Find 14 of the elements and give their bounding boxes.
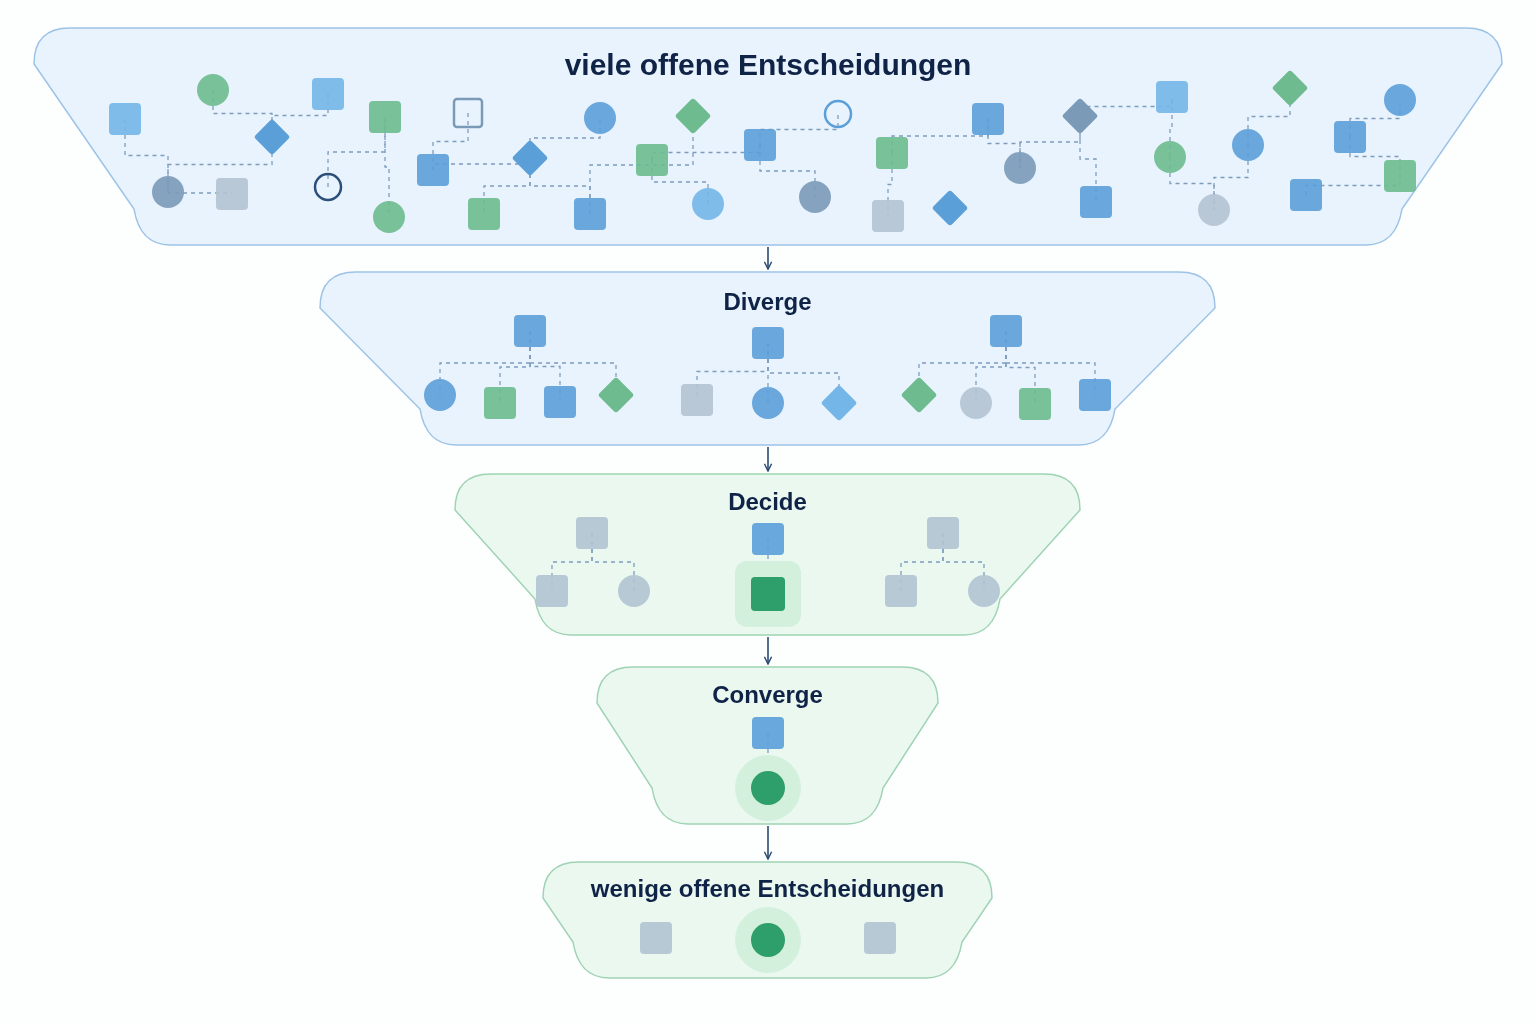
stage-title: Converge — [712, 681, 823, 709]
stage-title: Diverge — [723, 288, 812, 316]
arrow — [763, 446, 773, 472]
funnel-stage — [320, 272, 1215, 445]
stage-title: viele offene Entscheidungen — [564, 48, 972, 82]
arrow — [763, 636, 773, 665]
stage-title: wenige offene Entscheidungen — [590, 875, 945, 903]
arrow — [763, 825, 773, 860]
stage-title: Decide — [728, 488, 807, 516]
funnel-stage — [34, 28, 1502, 245]
funnel-stage — [543, 862, 992, 978]
funnel-stage — [455, 474, 1080, 635]
arrow — [763, 246, 773, 270]
funnel-stage — [597, 667, 938, 824]
